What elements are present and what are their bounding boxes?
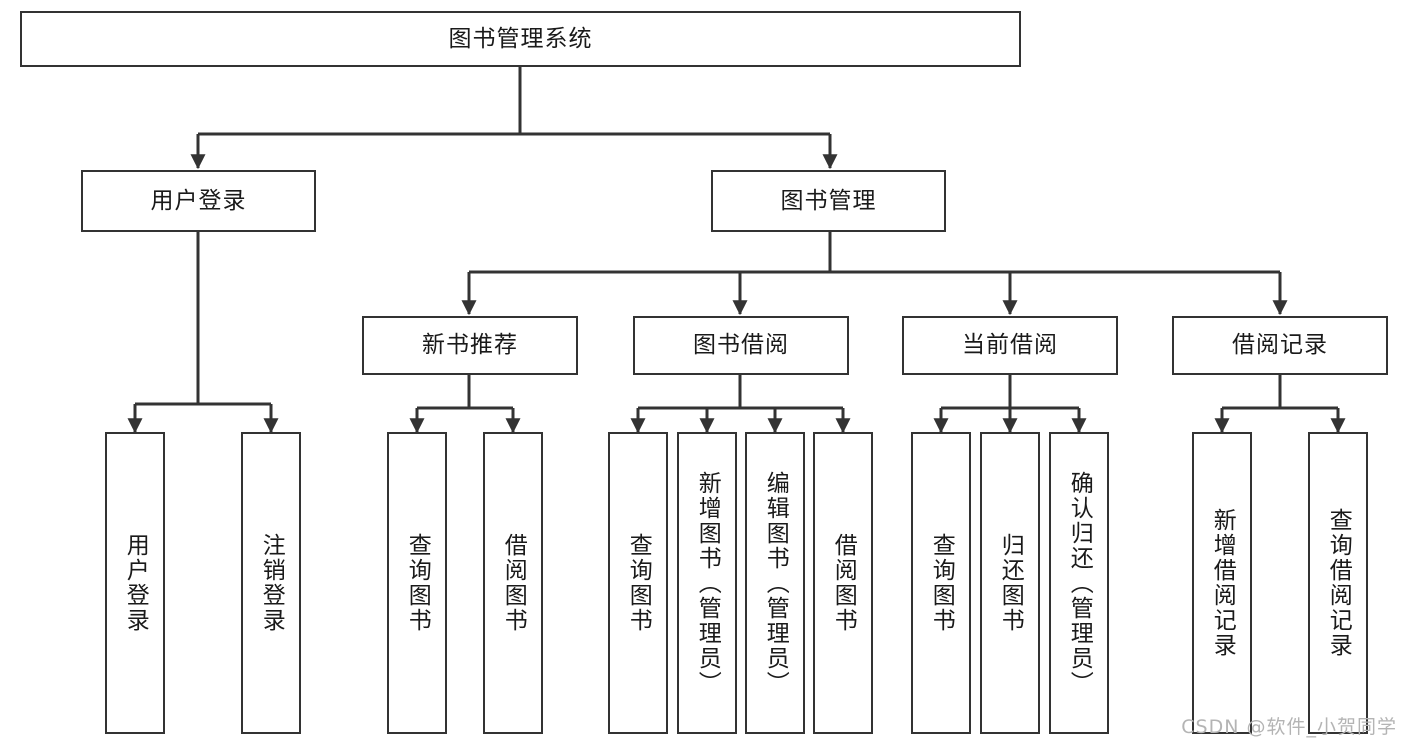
node-leaf-confirm-return[interactable]: 确认归还（管理员） — [1049, 432, 1109, 734]
node-root[interactable]: 图书管理系统 — [20, 11, 1021, 67]
node-book-borrow[interactable]: 图书借阅 — [633, 316, 849, 375]
node-leaf-query-book-1-label: 查询图书 — [404, 533, 431, 633]
node-current-borrow-label: 当前借阅 — [962, 332, 1058, 359]
node-leaf-query-record[interactable]: 查询借阅记录 — [1308, 432, 1368, 734]
node-leaf-add-book[interactable]: 新增图书（管理员） — [677, 432, 737, 734]
node-root-label: 图书管理系统 — [448, 25, 593, 52]
node-leaf-query-book-3[interactable]: 查询图书 — [911, 432, 971, 734]
node-leaf-borrow-book-1[interactable]: 借阅图书 — [483, 432, 543, 734]
node-leaf-borrow-book-2[interactable]: 借阅图书 — [813, 432, 873, 734]
node-leaf-borrow-book-2-label: 借阅图书 — [830, 533, 857, 633]
node-leaf-edit-book[interactable]: 编辑图书（管理员） — [745, 432, 805, 734]
node-book-manage[interactable]: 图书管理 — [711, 170, 946, 232]
node-leaf-query-book-1[interactable]: 查询图书 — [387, 432, 447, 734]
node-leaf-return-book-label: 归还图书 — [997, 533, 1024, 633]
node-user-login[interactable]: 用户登录 — [81, 170, 316, 232]
node-leaf-user-logout-label: 注销登录 — [258, 533, 285, 633]
node-leaf-borrow-book-1-label: 借阅图书 — [500, 533, 527, 633]
node-leaf-user-logout[interactable]: 注销登录 — [241, 432, 301, 734]
node-leaf-return-book[interactable]: 归还图书 — [980, 432, 1040, 734]
node-leaf-user-login[interactable]: 用户登录 — [105, 432, 165, 734]
node-user-login-label: 用户登录 — [150, 187, 247, 214]
node-leaf-add-record[interactable]: 新增借阅记录 — [1192, 432, 1252, 734]
node-current-borrow[interactable]: 当前借阅 — [902, 316, 1118, 375]
node-new-book-rec[interactable]: 新书推荐 — [362, 316, 578, 375]
node-leaf-query-book-2[interactable]: 查询图书 — [608, 432, 668, 734]
node-leaf-query-record-label: 查询借阅记录 — [1325, 508, 1352, 658]
watermark: CSDN @软件_小贺同学 — [1181, 716, 1397, 738]
node-leaf-confirm-return-label: 确认归还（管理员） — [1066, 470, 1093, 696]
node-book-manage-label: 图书管理 — [780, 187, 877, 214]
node-leaf-query-book-3-label: 查询图书 — [928, 533, 955, 633]
node-leaf-query-book-2-label: 查询图书 — [625, 533, 652, 633]
node-borrow-record[interactable]: 借阅记录 — [1172, 316, 1388, 375]
node-borrow-record-label: 借阅记录 — [1232, 332, 1328, 359]
node-book-borrow-label: 图书借阅 — [693, 332, 789, 359]
node-leaf-user-login-label: 用户登录 — [122, 533, 149, 633]
node-leaf-edit-book-label: 编辑图书（管理员） — [762, 470, 789, 696]
node-leaf-add-record-label: 新增借阅记录 — [1209, 508, 1236, 658]
node-leaf-add-book-label: 新增图书（管理员） — [694, 470, 721, 696]
node-new-book-rec-label: 新书推荐 — [422, 332, 518, 359]
